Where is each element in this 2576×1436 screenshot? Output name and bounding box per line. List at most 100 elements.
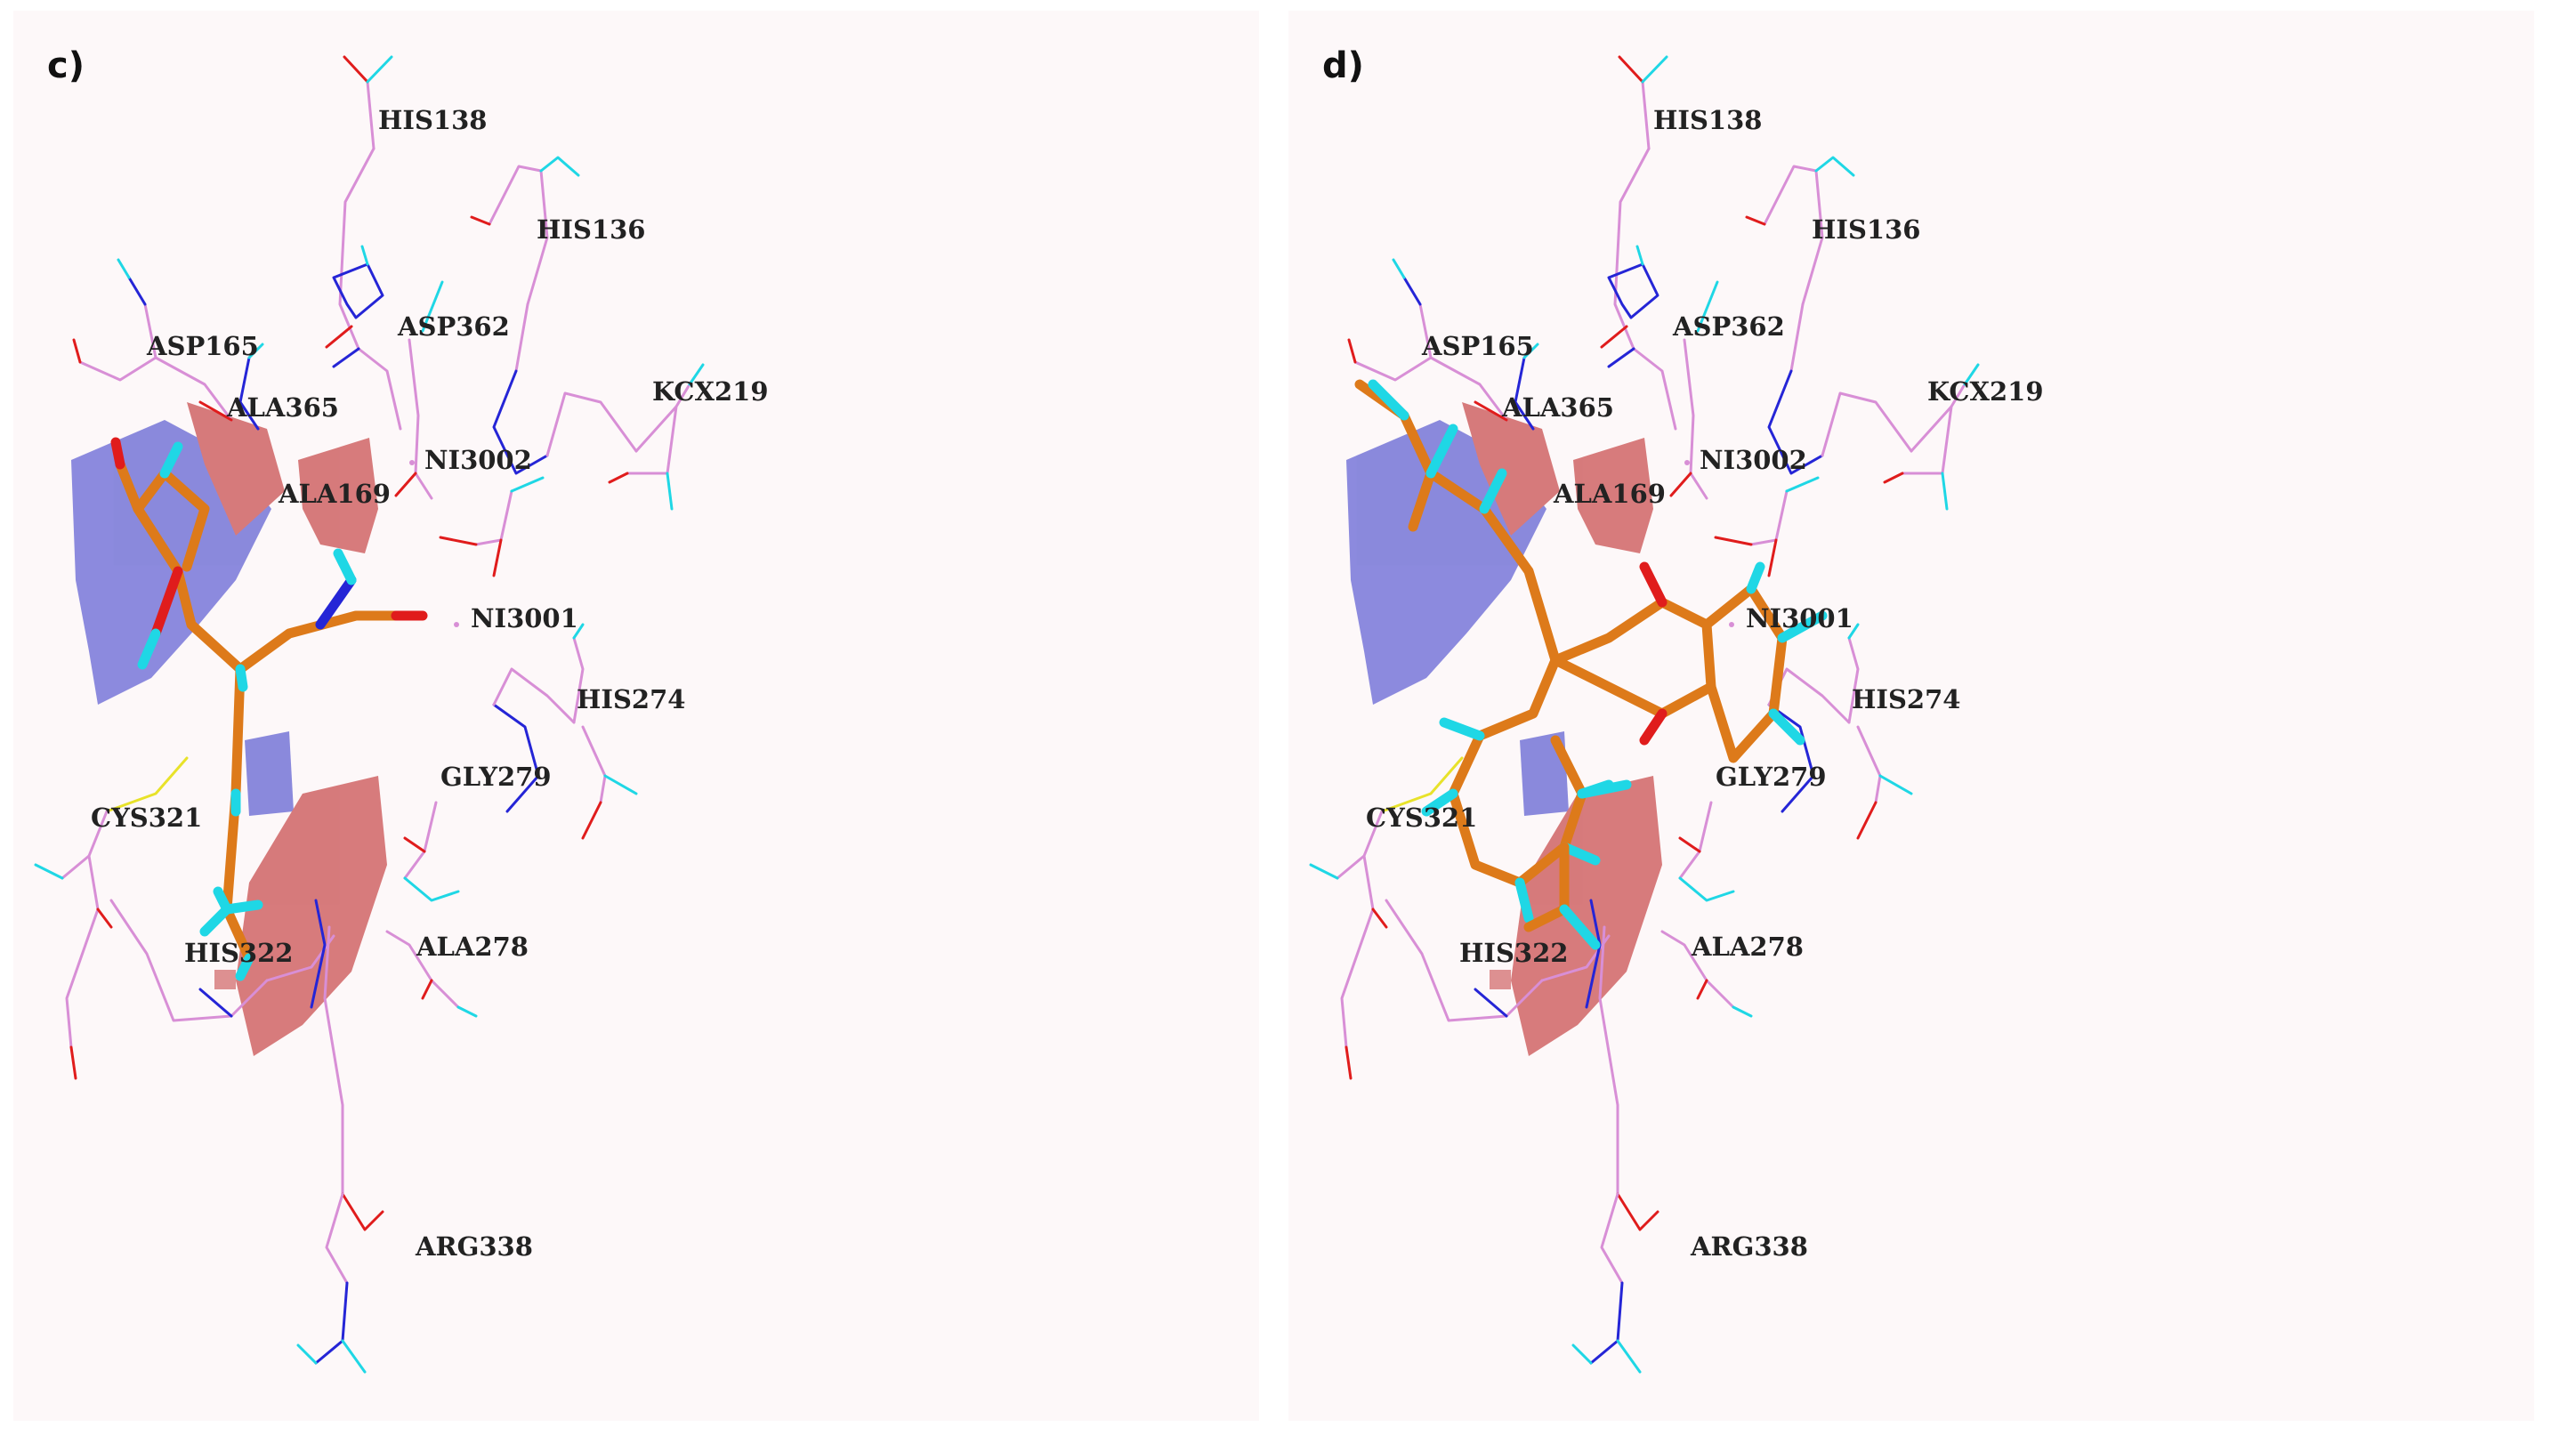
ligand-bond-12 [1639, 708, 1668, 746]
residue-label-arg338: ARG338 [1690, 1231, 1808, 1262]
ligand-bond-4 [1425, 424, 1458, 479]
protein-bond-1 [1641, 80, 1651, 150]
protein-bond-3 [366, 55, 393, 84]
ligand-bond-8 [159, 441, 183, 479]
residue-label-gly279: GLY279 [440, 762, 552, 792]
protein-bond-8 [1635, 245, 1644, 266]
ni3001-ion-marker [1729, 622, 1734, 627]
protein-bond-60 [325, 1192, 349, 1285]
protein-bond-38 [1847, 636, 1860, 724]
ligand-bond-11 [1768, 708, 1805, 746]
ni3001-ion-marker [454, 622, 459, 627]
protein-bond-48 [1732, 1005, 1753, 1018]
protein-wireframe [1309, 55, 1980, 1374]
residue-label-asp165: ASP165 [1421, 331, 1534, 361]
protein-bond-27 [1785, 476, 1820, 493]
protein-bond-52 [65, 854, 100, 1049]
red-field-surface [187, 402, 285, 536]
protein-bond-7 [1600, 325, 1628, 349]
protein-bond-18 [1821, 391, 1913, 457]
protein-bond-27 [510, 476, 545, 493]
protein-bond-53 [1345, 1045, 1353, 1080]
red-field-surface [1462, 402, 1560, 536]
red-field-surface [236, 776, 387, 1056]
protein-bond-15 [1814, 156, 1855, 177]
small-ligand-stick-model-icon [110, 437, 428, 981]
protein-bond-57 [198, 988, 233, 1018]
protein-bond-6 [332, 262, 384, 319]
protein-bond-11 [1669, 472, 1692, 497]
residue-label-ni3002: NI3002 [1700, 445, 1807, 475]
protein-bond-31 [1347, 338, 1357, 364]
protein-bond-42 [603, 774, 638, 795]
residue-label-ni3001: NI3001 [1746, 603, 1853, 633]
protein-bond-2 [1618, 55, 1644, 84]
ligand-bond-16 [235, 664, 248, 692]
ligand-bond-1 [1408, 468, 1436, 532]
protein-bond-41 [581, 801, 602, 840]
protein-bond-28 [1353, 303, 1433, 382]
protein-bond-33 [1474, 400, 1508, 422]
ligand-bond-10 [1746, 561, 1765, 594]
protein-bond-28 [78, 303, 157, 382]
protein-bond-17 [1767, 369, 1824, 475]
protein-bond-22 [1883, 472, 1904, 484]
red-field-surface [1573, 438, 1653, 553]
protein-bond-26 [1767, 538, 1778, 577]
protein-bond-62 [1616, 1339, 1642, 1374]
protein-bond-0 [1613, 147, 1651, 351]
residue-label-asp362: ASP362 [1672, 311, 1785, 342]
ligand-bond-8 [1706, 682, 1779, 763]
protein-bond-34 [238, 356, 260, 431]
protein-bond-62 [341, 1339, 367, 1374]
protein-bond-64 [310, 899, 327, 1009]
protein-bond-35 [1522, 343, 1539, 359]
residue-label-his138: HIS138 [1653, 105, 1762, 135]
protein-bond-30 [1392, 258, 1406, 279]
residue-label-his322: HIS322 [184, 938, 293, 968]
residue-label-ala169: ALA169 [278, 479, 391, 509]
residue-label-his274: HIS274 [1852, 684, 1960, 714]
residue-label-cys321: CYS321 [1366, 803, 1477, 833]
residue-label-ala169: ALA169 [1553, 479, 1666, 509]
ligand-bond-3 [315, 575, 357, 630]
ligand-bond-10 [137, 628, 161, 670]
small-surface-patch [214, 970, 236, 989]
protein-bond-56 [1540, 934, 1611, 982]
ligand-bond-9 [150, 566, 183, 639]
protein-bond-20 [1963, 363, 1980, 386]
ni3002-ion-marker [1684, 460, 1690, 465]
protein-bond-0 [338, 147, 375, 351]
protein-bond-55 [109, 899, 269, 1022]
residue-label-his138: HIS138 [378, 105, 487, 135]
protein-bond-14 [1745, 215, 1766, 226]
protein-bond-23 [1941, 472, 1949, 511]
large-fused-ring-ligand-stick-model-icon [1354, 379, 1828, 950]
protein-wireframe [34, 55, 705, 1374]
protein-bond-56 [265, 934, 335, 982]
protein-bond-12 [526, 169, 549, 306]
residue-label-asp165: ASP165 [146, 331, 259, 361]
ligand-bond-6 [115, 459, 143, 514]
protein-bond-1 [366, 80, 375, 150]
protein-bond-42 [1878, 774, 1913, 795]
ligand-bond-13 [222, 900, 263, 915]
protein-bond-51 [1309, 863, 1339, 880]
residue-label-ala278: ALA278 [416, 932, 529, 962]
ligand-bond-7 [1701, 584, 1788, 719]
protein-bond-17 [492, 369, 549, 475]
panel-background [13, 11, 1259, 1421]
protein-bond-36 [1767, 703, 1815, 813]
protein-bond-59 [341, 1192, 384, 1231]
protein-bond-47 [421, 979, 433, 1000]
protein-bond-53 [69, 1045, 77, 1080]
protein-bond-16 [1789, 303, 1805, 373]
residue-label-ala365: ALA365 [226, 392, 339, 423]
protein-bond-11 [394, 472, 417, 497]
panel-d: d)HIS138HIS136ASP165ASP362KCX219ALA365NI… [1288, 11, 2534, 1421]
protein-bond-38 [572, 636, 585, 724]
protein-bond-55 [1385, 899, 1544, 1022]
protein-bond-14 [470, 215, 491, 226]
protein-bond-9 [1683, 338, 1708, 500]
protein-bond-6 [1607, 262, 1659, 319]
